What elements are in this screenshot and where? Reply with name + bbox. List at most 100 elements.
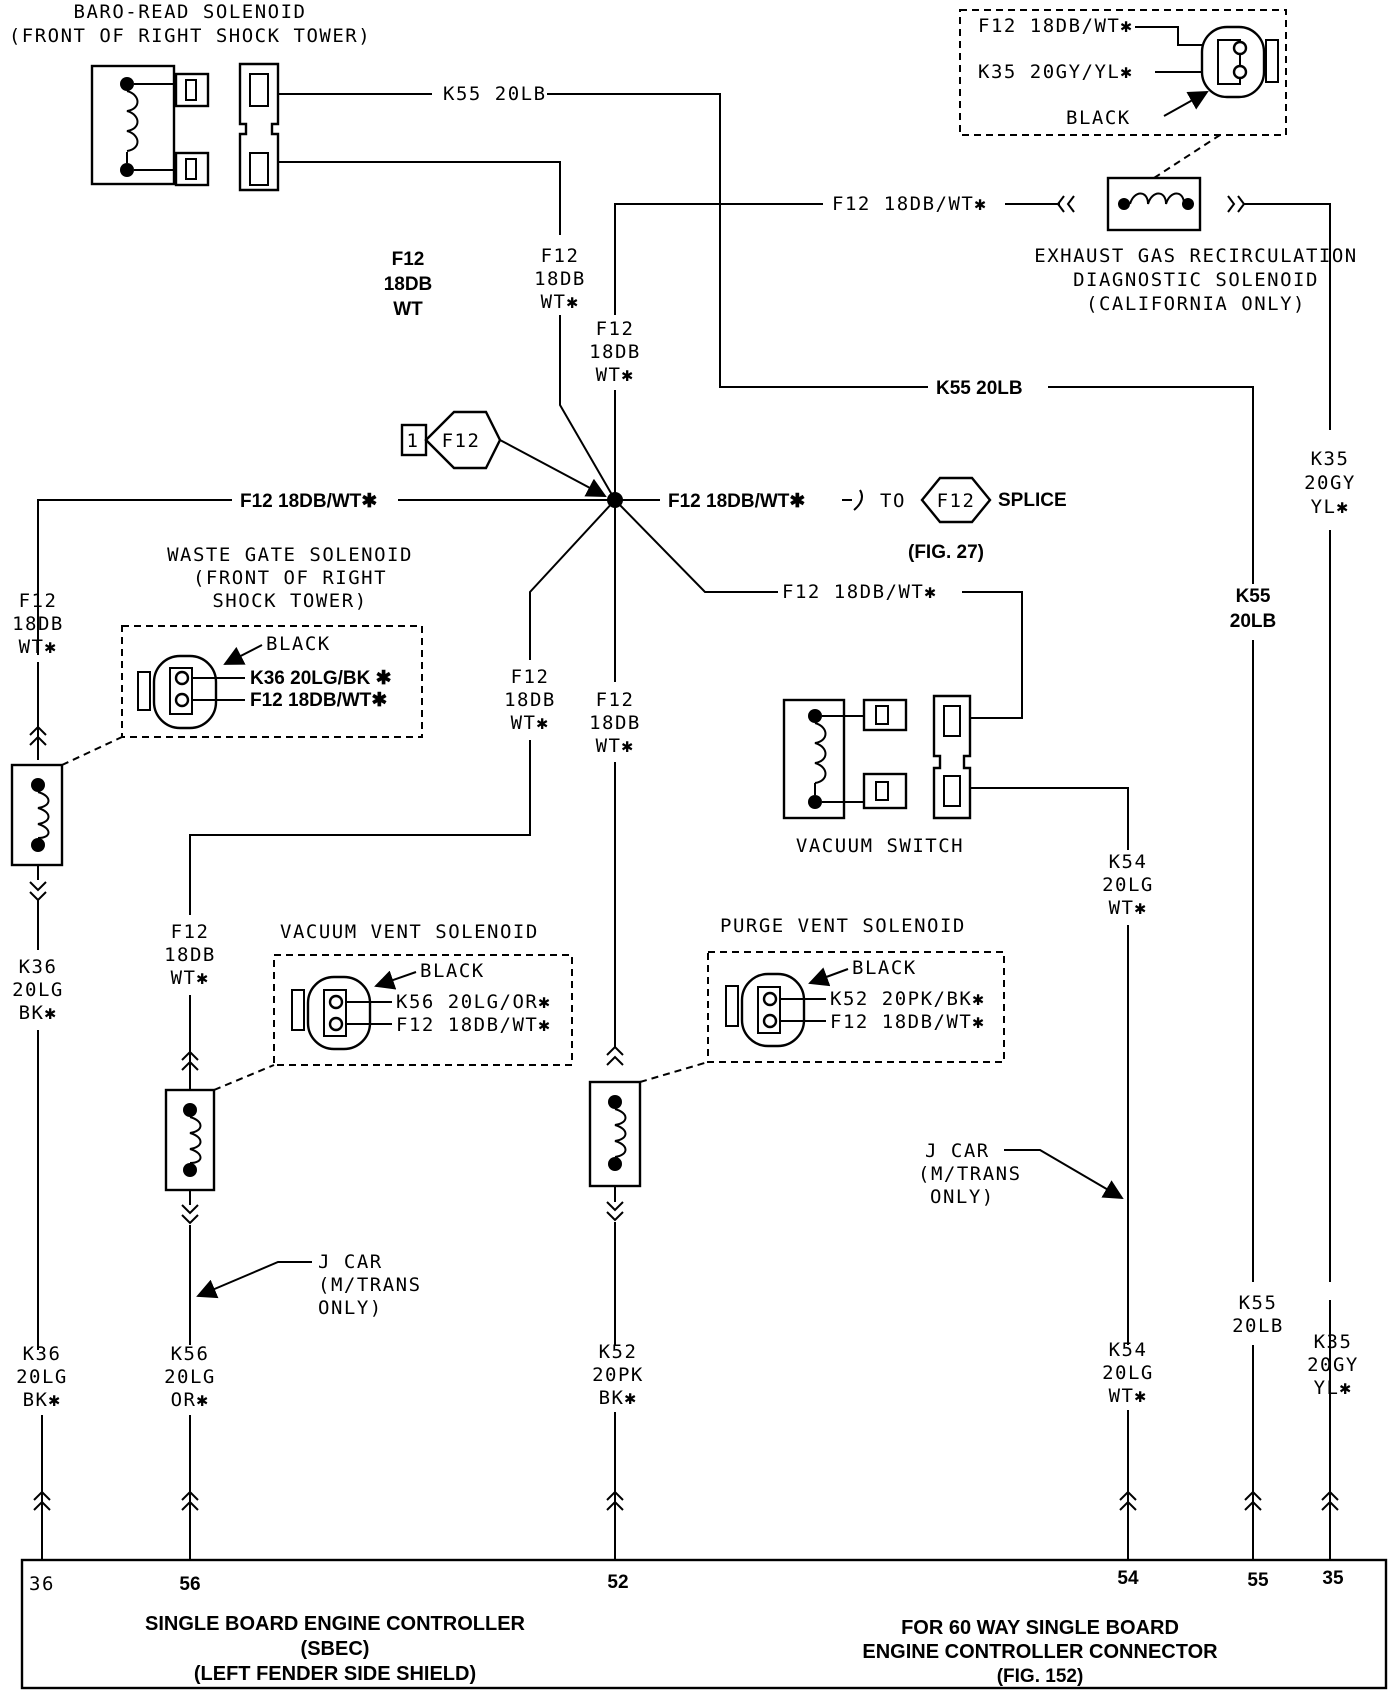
k36-lower-l1: K36 [23, 1343, 62, 1365]
wire-k35 [1244, 203, 1331, 1282]
f12-vacvent-down-l2: 18DB [164, 944, 216, 966]
sbec-controller: 36 56 52 54 55 35 SINGLE BOARD ENGINE CO… [20, 1558, 1388, 1690]
sbec-connector-chevron-icons [33, 1490, 1339, 1511]
k35-lower-l3: YL✱ [1314, 1377, 1353, 1399]
purge-vent-solenoid [588, 1045, 642, 1222]
egr-pin1-label: F12 18DB/WT✱ [978, 15, 1133, 37]
splice-target-diamond-icon [920, 476, 992, 524]
baro-title-line1: BARO-READ SOLENOID [74, 1, 307, 23]
k35-right-l1: K35 [1311, 448, 1350, 470]
vacuum-switch-terminal-1 [862, 698, 908, 732]
jcar-left-l3: ONLY) [318, 1297, 383, 1319]
f12-right-horiz-label: F12 18DB/WT✱ [668, 491, 805, 512]
egr-solenoid: EXHAUST GAS RECIRCULATION DIAGNOSTIC SOL… [1034, 176, 1356, 1282]
egr-coil-icon [1129, 192, 1185, 205]
waste-gate-detail-box [121, 625, 423, 738]
sbec-pin-52: 52 [607, 1572, 628, 1593]
k55-mid-label: K55 20LB [936, 378, 1023, 399]
baro-title-line2: (FRONT OF RIGHT SHOCK TOWER) [9, 25, 371, 47]
vacuum-vent-chevron-icon [181, 1050, 199, 1071]
egr-connector-chevron-icon [1056, 195, 1075, 213]
f12-vac-switch-label: F12 18DB/WT✱ [782, 581, 937, 603]
k54-lower-l1: K54 [1109, 1339, 1148, 1361]
vacuum-vent-connector-detail: BLACK K56 20LG/OR✱ F12 18DB/WT✱ [273, 954, 573, 1066]
vacuum-vent-connector-icon [306, 975, 372, 1051]
f12-vacvent-up-l3: WT✱ [511, 712, 550, 734]
wire-lower-group [41, 1300, 1331, 1560]
k35-right-l2: 20GY [1304, 472, 1356, 494]
f12-egr-vert-l2: 18DB [589, 341, 641, 363]
k35-lower-l1: K35 [1314, 1331, 1353, 1353]
waste-title-l3: SHOCK TOWER) [212, 590, 367, 612]
sbec-pin-54: 54 [1117, 1568, 1139, 1589]
f12-waste-l3: WT✱ [19, 636, 58, 658]
wire-f12-vacvent [189, 499, 616, 915]
vacuum-vent-pin1: K56 20LG/OR✱ [396, 991, 551, 1013]
k36-lower-l2: 20LG [16, 1366, 68, 1388]
jcar-left-l2: (M/TRANS [318, 1274, 422, 1296]
waste-gate-solenoid [10, 725, 64, 902]
vacuum-vent-coil-icon [189, 1116, 202, 1164]
purge-vent-detail-box [707, 951, 1005, 1063]
vacuum-vent-solenoid [164, 1050, 216, 1225]
splice-fig-ref: (FIG. 27) [908, 542, 984, 563]
k52-lower-l2: 20PK [592, 1364, 644, 1386]
purge-vent-pin1: K52 20PK/BK✱ [830, 988, 985, 1010]
f12-baro-l1: F12 [541, 245, 580, 267]
f12-purge-up-l1: F12 [596, 689, 635, 711]
waste-title-l1: WASTE GATE SOLENOID [167, 544, 413, 566]
egr-pin2-label: K35 20GY/YL✱ [978, 61, 1133, 83]
f12-egr-vert-l3: WT✱ [596, 364, 635, 386]
k36-upper-l3: BK✱ [19, 1002, 58, 1024]
vacuum-vent-color: BLACK [420, 960, 485, 982]
f12-vacvent-up-l2: 18DB [504, 689, 556, 711]
purge-vent-connector-detail: BLACK K52 20PK/BK✱ F12 18DB/WT✱ [707, 951, 1005, 1063]
baro-coil-icon [126, 90, 139, 152]
baro-read-solenoid: BARO-READ SOLENOID (FRONT OF RIGHT SHOCK… [9, 1, 371, 192]
f12-waste-l2: 18DB [12, 613, 64, 635]
splice-ref-number: 1 [407, 430, 420, 452]
vacuum-switch-terminal-2 [862, 772, 908, 810]
sbec-left-l1: SINGLE BOARD ENGINE CONTROLLER [145, 1613, 526, 1635]
k54-upper-l3: WT✱ [1109, 897, 1148, 919]
vacuum-switch: VACUUM SWITCH [782, 694, 972, 857]
purge-vent-coil-icon [614, 1108, 627, 1158]
egr-title-line3: (CALIFORNIA ONLY) [1086, 293, 1306, 315]
f12-vacvent-down-l1: F12 [171, 921, 210, 943]
f12-egr-label: F12 18DB/WT✱ [832, 193, 987, 215]
vacuum-switch-connector-plug [932, 694, 972, 820]
vacuum-switch-coil-icon [814, 722, 827, 784]
k54-upper-l1: K54 [1109, 851, 1148, 873]
k56-lower-l2: 20LG [164, 1366, 216, 1388]
sbec-left-l3: (LEFT FENDER SIDE SHIELD) [194, 1663, 476, 1685]
egr-connector-detail-box [959, 9, 1287, 136]
sbec-pin-56: 56 [179, 1574, 200, 1595]
f12-plain-l1: F12 [392, 249, 425, 270]
waste-gate-connector-icon [152, 654, 218, 730]
splice-word: SPLICE [998, 490, 1067, 511]
baro-terminal-2 [174, 151, 210, 187]
sbec-box [20, 1558, 1388, 1690]
splice-target-code: F12 [937, 490, 976, 512]
egr-connector-icon [1200, 25, 1266, 99]
f12-plain-l3: WT [393, 299, 423, 320]
waste-gate-connector-detail: BLACK K36 20LG/BK ✱ F12 18DB/WT✱ [121, 625, 423, 738]
k55-right-l1: K55 [1236, 586, 1271, 607]
wire-f12-baro [278, 161, 616, 501]
k52-lower-l3: BK✱ [599, 1387, 638, 1409]
egr-title-line2: DIAGNOSTIC SOLENOID [1073, 269, 1319, 291]
splice-ref-code: F12 [442, 430, 481, 452]
f12-purge-up-l3: WT✱ [596, 735, 635, 757]
f12-vacvent-down-l3: WT✱ [171, 967, 210, 989]
k35-right-l3: YL✱ [1311, 496, 1350, 518]
waste-gate-pin1: K36 20LG/BK ✱ [250, 668, 392, 689]
purge-vent-color: BLACK [852, 957, 917, 979]
k35-lower-l2: 20GY [1307, 1354, 1359, 1376]
jcar-left-l1: J CAR [318, 1251, 383, 1273]
k36-lower-l3: BK✱ [23, 1389, 62, 1411]
f12-egr-vert-l1: F12 [596, 318, 635, 340]
k55-right-l2: 20LB [1230, 611, 1276, 632]
k55-top-label: K55 20LB [443, 83, 547, 105]
vacuum-vent-title: VACUUM VENT SOLENOID [280, 921, 539, 943]
